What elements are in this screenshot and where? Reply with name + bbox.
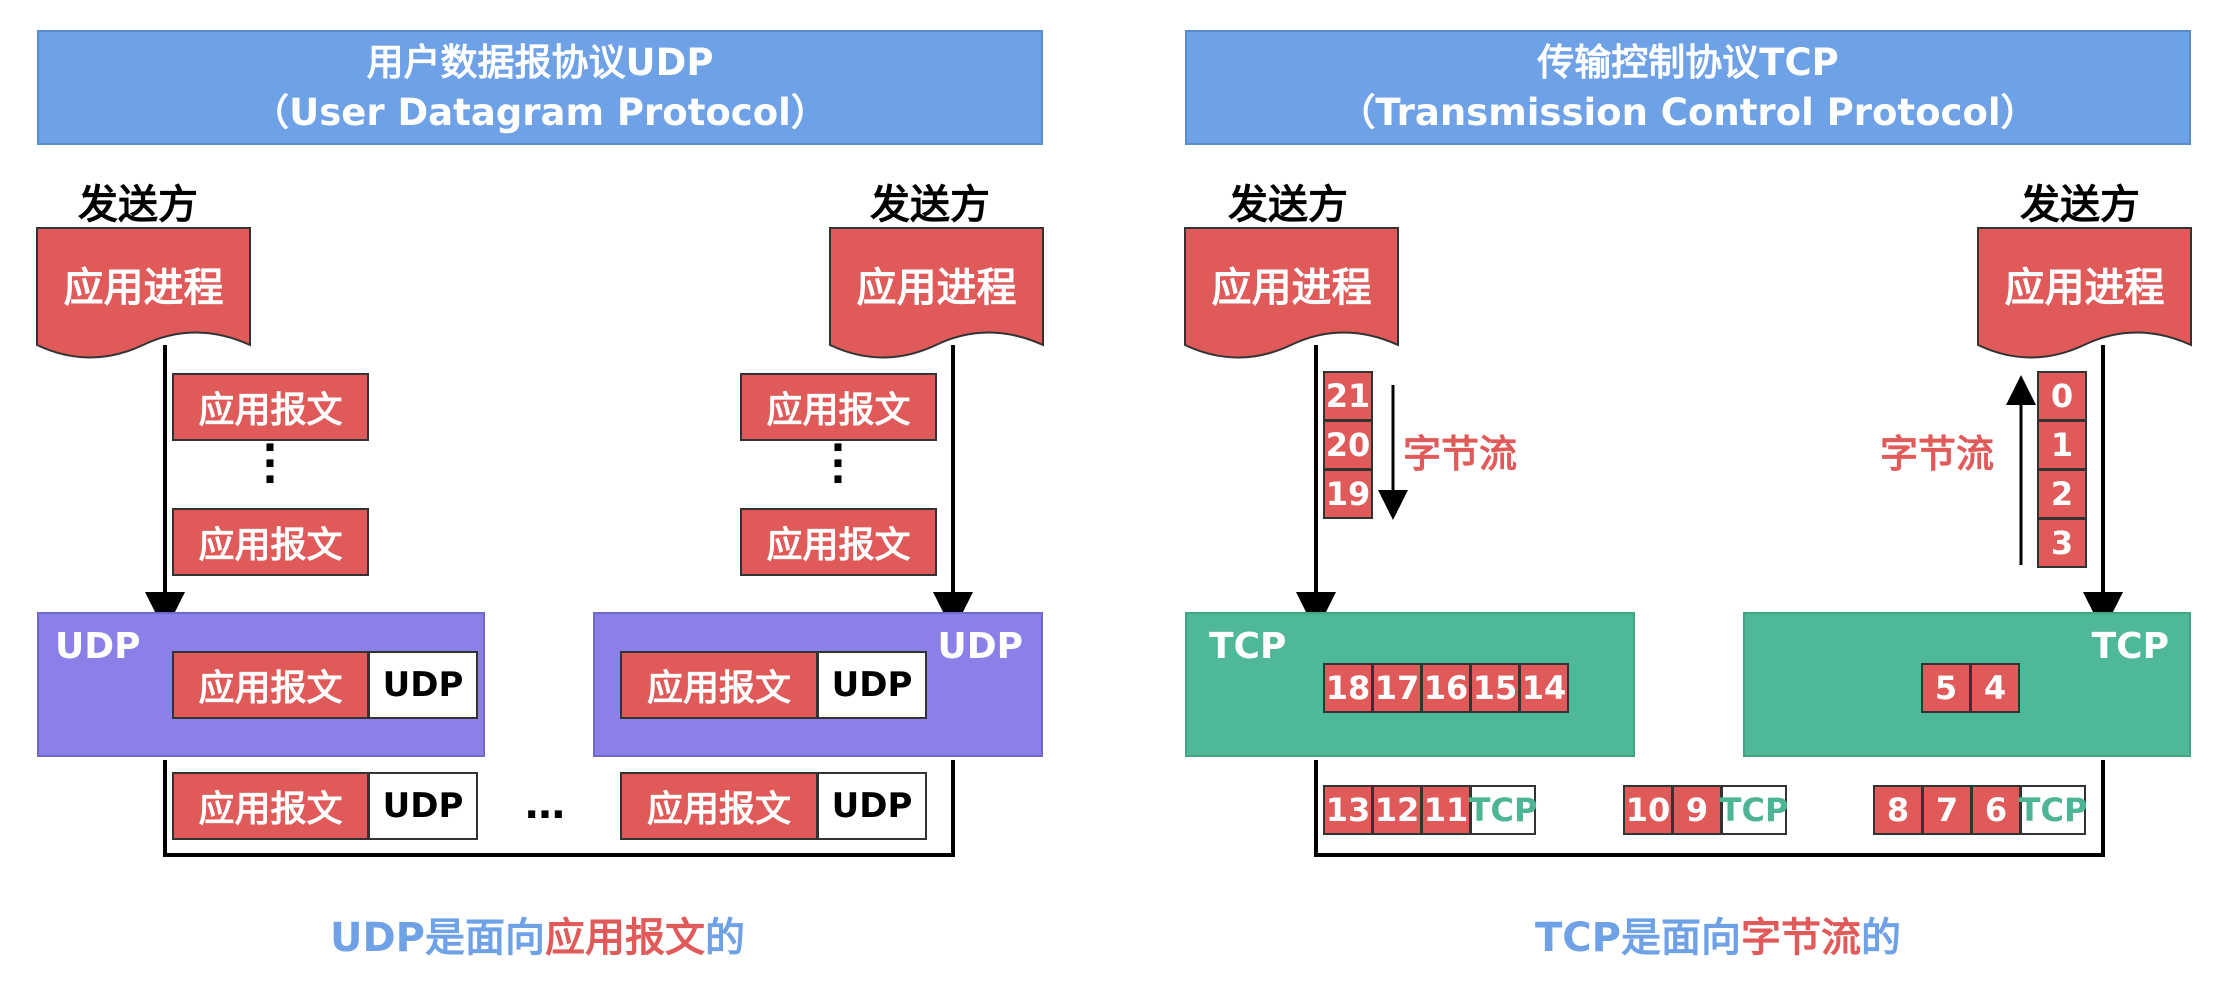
udp-left-panel-label: UDP <box>55 626 141 667</box>
tcp-segment2-byte: 9 <box>1672 785 1722 835</box>
tcp-left-buffer-byte: 15 <box>1470 663 1520 713</box>
tcp-right-app-process: 应用进程 <box>2004 265 2165 311</box>
tcp-left-stream-byte: 21 <box>1323 371 1373 421</box>
tcp-title-banner: 传输控制协议TCP （Transmission Control Protocol… <box>1185 30 2191 145</box>
tcp-left-buffer-byte: 17 <box>1372 663 1422 713</box>
udp-right-process-shape <box>829 227 1044 359</box>
tcp-segment3-header: TCP <box>2019 785 2087 835</box>
udp-title: 用户数据报协议UDP <box>366 40 714 84</box>
tcp-right-process-shape <box>1977 227 2192 359</box>
tcp-title: 传输控制协议TCP <box>1537 40 1839 84</box>
udp-right-panel-header: UDP <box>817 651 927 719</box>
udp-caption: UDP是面向应用报文的 <box>330 905 745 963</box>
udp-left-panel-header: UDP <box>368 651 478 719</box>
udp-caption-c: 的 <box>705 915 745 961</box>
tcp-segment1-byte: 11 <box>1421 785 1471 835</box>
tcp-right-buffer-byte: 5 <box>1921 663 1971 713</box>
tcp-segment3-byte: 6 <box>1971 785 2021 835</box>
tcp-right-stream-byte: 1 <box>2037 420 2087 470</box>
udp-right-vertical-ellipsis: ··· <box>830 425 846 503</box>
udp-left-app-process: 应用进程 <box>63 265 224 311</box>
udp-title-banner: 用户数据报协议UDP （User Datagram Protocol） <box>37 30 1043 145</box>
udp-caption-b: 应用报文 <box>545 915 705 961</box>
tcp-right-buffer-byte: 4 <box>1970 663 2020 713</box>
udp-right-message-1: 应用报文 <box>740 373 937 441</box>
tcp-segment3-byte: 8 <box>1873 785 1923 835</box>
tcp-left-buffer-byte: 16 <box>1421 663 1471 713</box>
udp-channel-header-1: UDP <box>368 772 478 840</box>
udp-channel-message-2: 应用报文 <box>620 772 818 840</box>
udp-channel-ellipsis: … <box>525 782 565 828</box>
tcp-segment2-byte: 10 <box>1623 785 1673 835</box>
udp-channel-message-1: 应用报文 <box>172 772 369 840</box>
tcp-segment2-header: TCP <box>1720 785 1788 835</box>
udp-channel <box>163 760 955 857</box>
udp-left-vertical-ellipsis: ··· <box>262 425 278 503</box>
tcp-left-buffer-byte: 14 <box>1519 663 1569 713</box>
tcp-left-app-process: 应用进程 <box>1211 265 1372 311</box>
tcp-left-stream-byte: 19 <box>1323 469 1373 519</box>
tcp-channel <box>1314 760 2105 857</box>
udp-right-sender-label: 发送方 <box>870 182 990 228</box>
udp-left-process-shape <box>36 227 251 359</box>
udp-caption-a: UDP是面向 <box>330 915 545 961</box>
udp-left-message-2: 应用报文 <box>172 508 369 576</box>
tcp-right-sender-label: 发送方 <box>2020 182 2140 228</box>
tcp-right-stream-byte: 0 <box>2037 371 2087 421</box>
tcp-left-sender-label: 发送方 <box>1228 182 1348 228</box>
udp-left-panel-message: 应用报文 <box>172 651 369 719</box>
udp-channel-header-2: UDP <box>817 772 927 840</box>
tcp-left-byte-stream-label: 字节流 <box>1403 432 1518 476</box>
udp-subtitle: （User Datagram Protocol） <box>252 90 828 134</box>
tcp-left-stream-byte: 20 <box>1323 420 1373 470</box>
udp-left-message-1: 应用报文 <box>172 373 369 441</box>
tcp-segment1-byte: 12 <box>1372 785 1422 835</box>
tcp-caption-c: 的 <box>1860 915 1901 961</box>
tcp-segment1-header: TCP <box>1469 785 1537 835</box>
tcp-right-stream-byte: 3 <box>2037 518 2087 568</box>
tcp-right-byte-stream-label: 字节流 <box>1880 432 1995 476</box>
tcp-subtitle: （Transmission Control Protocol） <box>1338 90 2038 134</box>
tcp-segment1-byte: 13 <box>1323 785 1373 835</box>
udp-right-panel-message: 应用报文 <box>620 651 818 719</box>
tcp-segment3-byte: 7 <box>1922 785 1972 835</box>
tcp-caption: TCP是面向字节流的 <box>1535 905 1901 963</box>
tcp-caption-b: 字节流 <box>1740 915 1861 961</box>
tcp-right-stream-byte: 2 <box>2037 469 2087 519</box>
tcp-left-panel-label: TCP <box>1209 626 1287 667</box>
tcp-left-process-shape <box>1184 227 1399 359</box>
tcp-left-buffer-byte: 18 <box>1323 663 1373 713</box>
udp-right-app-process: 应用进程 <box>856 265 1017 311</box>
udp-right-message-2: 应用报文 <box>740 508 937 576</box>
tcp-right-panel-label: TCP <box>2091 626 2169 667</box>
udp-left-sender-label: 发送方 <box>78 182 198 228</box>
udp-right-panel-label: UDP <box>937 626 1024 667</box>
tcp-caption-a: TCP是面向 <box>1535 915 1741 961</box>
